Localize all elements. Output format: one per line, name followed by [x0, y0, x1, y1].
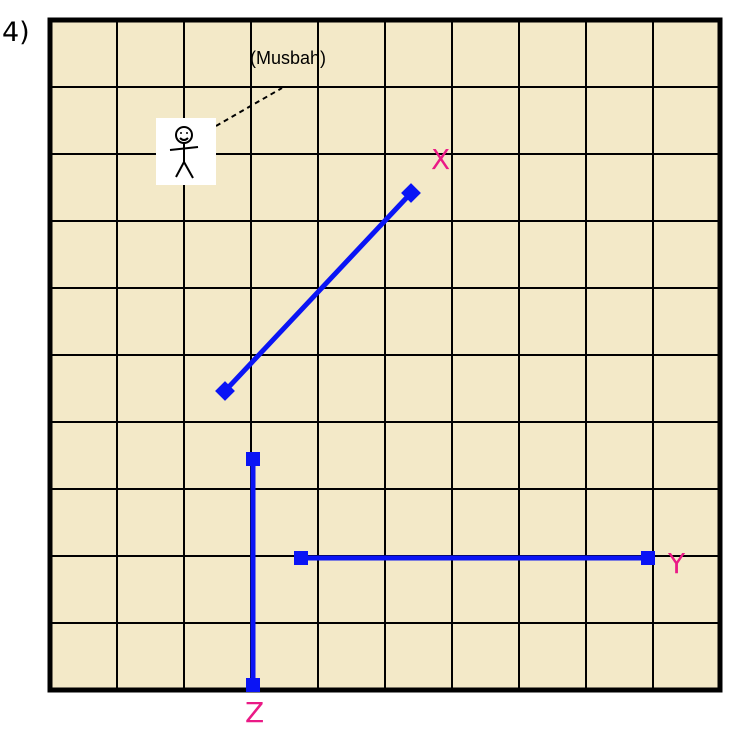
- segment-x-label: X: [431, 143, 450, 176]
- stick-figure-icon: [169, 126, 199, 179]
- grid-lines: [50, 20, 720, 690]
- grid-border: [47, 17, 723, 693]
- segment-z-endpoint: [246, 452, 260, 466]
- person-pointer-line: [215, 87, 283, 127]
- person-figure: (Musbah): [156, 48, 326, 185]
- segment-x-endpoint: [401, 183, 421, 203]
- segment-z: Z: [245, 452, 264, 729]
- segment-y-endpoint: [641, 551, 655, 565]
- question-number: 4): [2, 17, 30, 48]
- segment-z-endpoint: [246, 678, 260, 692]
- segment-y-label: Y: [667, 547, 686, 580]
- segment-x: X: [215, 143, 450, 401]
- segment-x-line: [223, 191, 413, 393]
- segment-x-endpoint: [215, 381, 235, 401]
- segment-z-label: Z: [245, 696, 264, 729]
- segment-y-endpoint: [294, 551, 308, 565]
- person-name: (Musbah): [250, 48, 326, 68]
- segment-y: Y: [294, 547, 686, 580]
- person-box: [156, 118, 216, 185]
